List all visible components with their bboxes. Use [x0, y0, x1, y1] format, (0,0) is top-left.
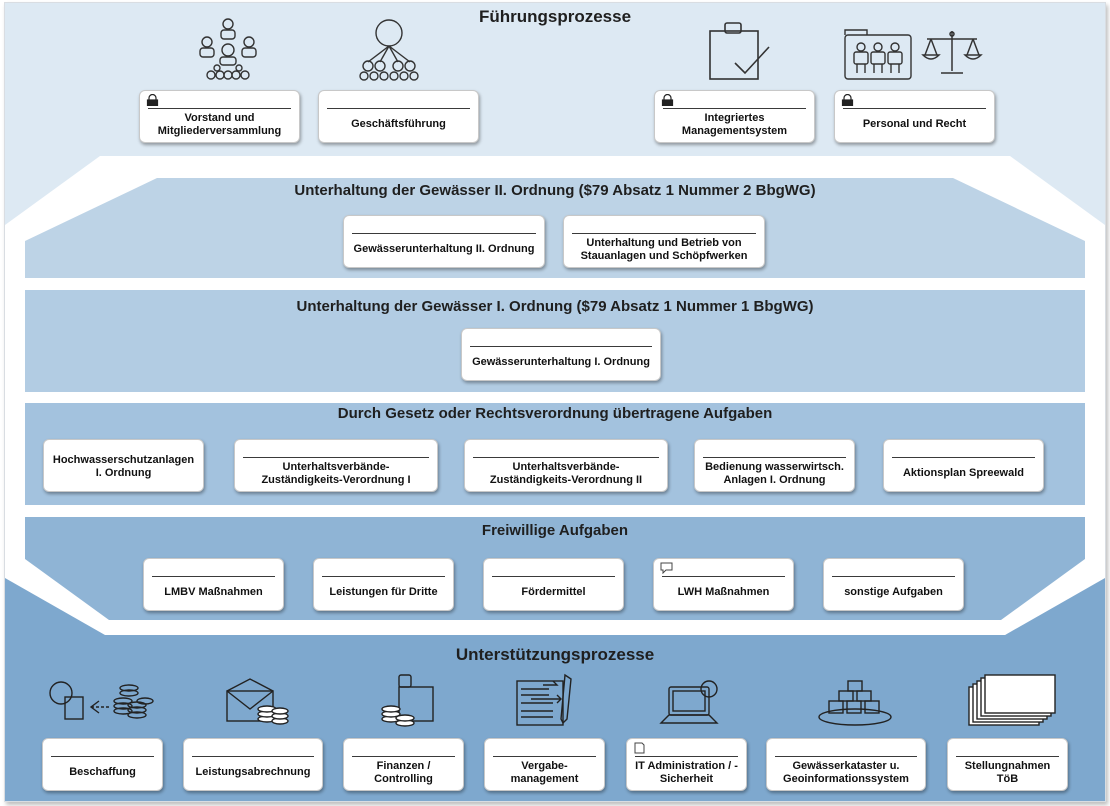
card-finanzen-controlling[interactable]: Finanzen / Controlling [343, 738, 464, 791]
procurement-icon [49, 681, 154, 720]
card-foerdermittel[interactable]: Fördermittel [483, 558, 624, 611]
document-stack-icon [968, 674, 1056, 726]
card-label: Leistungsabrechnung [195, 766, 311, 778]
card-divider [352, 233, 536, 234]
card-divider [470, 346, 652, 347]
card-leistungen-fuer-dritte[interactable]: Leistungen für Dritte [313, 558, 454, 611]
band-ii-shape [25, 178, 1085, 278]
card-zustaendigkeits-vo-i[interactable]: Unterhaltsverbände- Zuständigkeits-Veror… [234, 439, 438, 492]
card-label: Personal und Recht [862, 118, 967, 130]
card-label: Vorstand und Mitgliederversammlung [157, 111, 282, 137]
gis-cubes-icon [818, 680, 892, 726]
card-divider [152, 576, 275, 577]
lock-icon [661, 94, 674, 106]
staff-group-icon [844, 29, 912, 80]
card-label: Leistungen für Dritte [329, 586, 438, 598]
unterstuetzung-title: Unterstützungsprozesse [455, 645, 655, 664]
card-gewaesserkataster[interactable]: Gewässerkataster u. Geoinformationssyste… [766, 738, 926, 791]
card-divider [192, 756, 314, 757]
billing-envelope-icon [226, 678, 289, 725]
band-i-title: Unterhaltung der Gewässer I. Ordnung ($7… [296, 298, 814, 315]
freiwillig-title: Freiwillige Aufgaben [481, 522, 629, 539]
band-ii-title: Unterhaltung der Gewässer II. Ordnung ($… [294, 182, 816, 199]
card-divider [703, 457, 846, 458]
card-divider [352, 756, 455, 757]
card-divider [243, 457, 429, 458]
card-stellungnahmen-toeb[interactable]: Stellungnahmen TöB [947, 738, 1068, 791]
card-label: Gewässerkataster u. Geoinformationssyste… [783, 759, 909, 785]
card-bedienung-anlagen[interactable]: Bedienung wasserwirtsch. Anlagen I. Ordn… [694, 439, 855, 492]
hierarchy-people-icon [199, 18, 257, 80]
card-label: Fördermittel [521, 586, 586, 598]
card-divider [775, 756, 917, 757]
card-label: IT Administration / - Sicherheit [635, 759, 738, 785]
note-icon [634, 742, 645, 754]
card-divider [322, 576, 445, 577]
card-label: Bedienung wasserwirtsch. Anlagen I. Ordn… [705, 460, 844, 486]
card-label: Geschäftsführung [351, 118, 446, 130]
card-hochwasserschutzanlagen[interactable]: Hochwasserschutzanlagen I. Ordnung [43, 439, 204, 492]
card-label: Integriertes Managementsystem [681, 111, 788, 137]
card-lwh-massnahmen[interactable]: LWH Maßnahmen [653, 558, 794, 611]
card-label: Hochwasserschutzanlagen I. Ordnung [52, 453, 195, 479]
card-label: Unterhaltung und Betrieb von Stauanlagen… [580, 236, 748, 262]
card-divider [832, 576, 955, 577]
card-divider [473, 457, 659, 458]
card-divider [148, 108, 291, 109]
card-geschaeftsfuehrung[interactable]: Geschäftsführung [318, 90, 479, 143]
card-label: Vergabe- management [510, 759, 579, 785]
card-label: Stellungnahmen TöB [964, 759, 1051, 785]
card-lmbv-massnahmen[interactable]: LMBV Maßnahmen [143, 558, 284, 611]
lock-icon [146, 94, 159, 106]
card-stauanlagen-schoepfwerke[interactable]: Unterhaltung und Betrieb von Stauanlagen… [563, 215, 765, 268]
card-divider [327, 108, 470, 109]
fuehrung-title: Führungsprozesse [478, 7, 632, 26]
scales-of-justice-icon [921, 31, 983, 74]
card-label: Unterhaltsverbände- Zuständigkeits-Veror… [261, 460, 411, 486]
card-label: Gewässerunterhaltung I. Ordnung [472, 356, 650, 368]
card-divider [843, 108, 986, 109]
card-label: sonstige Aufgaben [844, 586, 943, 598]
card-integriertes-managementsystem[interactable]: Integriertes Managementsystem [654, 90, 815, 143]
card-divider [572, 233, 756, 234]
card-label: Beschaffung [69, 766, 136, 778]
card-divider [956, 756, 1059, 757]
card-zustaendigkeits-vo-ii[interactable]: Unterhaltsverbände- Zuständigkeits-Veror… [464, 439, 668, 492]
card-gewaesserunterhaltung-ii[interactable]: Gewässerunterhaltung II. Ordnung [343, 215, 545, 268]
card-vergabemanagement[interactable]: Vergabe- management [484, 738, 605, 791]
card-label: Aktionsplan Spreewald [902, 467, 1025, 479]
card-personal-und-recht[interactable]: Personal und Recht [834, 90, 995, 143]
card-divider [635, 756, 738, 757]
card-vorstand[interactable]: Vorstand und Mitgliederversammlung [139, 90, 300, 143]
card-it-administration[interactable]: IT Administration / - Sicherheit [626, 738, 747, 791]
card-sonstige-aufgaben[interactable]: sonstige Aufgaben [823, 558, 964, 611]
org-tree-icon [359, 19, 419, 81]
card-label: Gewässerunterhaltung II. Ordnung [353, 243, 535, 255]
clipboard-check-icon [709, 22, 770, 80]
card-divider [492, 576, 615, 577]
card-label: LWH Maßnahmen [677, 586, 770, 598]
laptop-it-icon [659, 680, 719, 724]
finance-calculator-icon [381, 674, 434, 727]
gesetz-title: Durch Gesetz oder Rechtsverordnung übert… [337, 405, 773, 422]
card-divider [493, 756, 596, 757]
card-gewaesserunterhaltung-i[interactable]: Gewässerunterhaltung I. Ordnung [461, 328, 661, 381]
lock-icon [841, 94, 854, 106]
card-label: Unterhaltsverbände- Zuständigkeits-Veror… [489, 460, 643, 486]
card-label: LMBV Maßnahmen [164, 586, 263, 598]
card-divider [892, 457, 1035, 458]
card-divider [663, 108, 806, 109]
card-divider [51, 756, 154, 757]
process-map: Führungsprozesse Unterhaltung der Gewäss… [4, 2, 1106, 802]
card-label: Finanzen / Controlling [374, 759, 433, 785]
comment-icon [660, 562, 673, 574]
card-divider [662, 576, 785, 577]
tender-documents-icon [516, 673, 572, 726]
card-aktionsplan-spreewald[interactable]: Aktionsplan Spreewald [883, 439, 1044, 492]
card-beschaffung[interactable]: Beschaffung [42, 738, 163, 791]
card-leistungsabrechnung[interactable]: Leistungsabrechnung [183, 738, 323, 791]
